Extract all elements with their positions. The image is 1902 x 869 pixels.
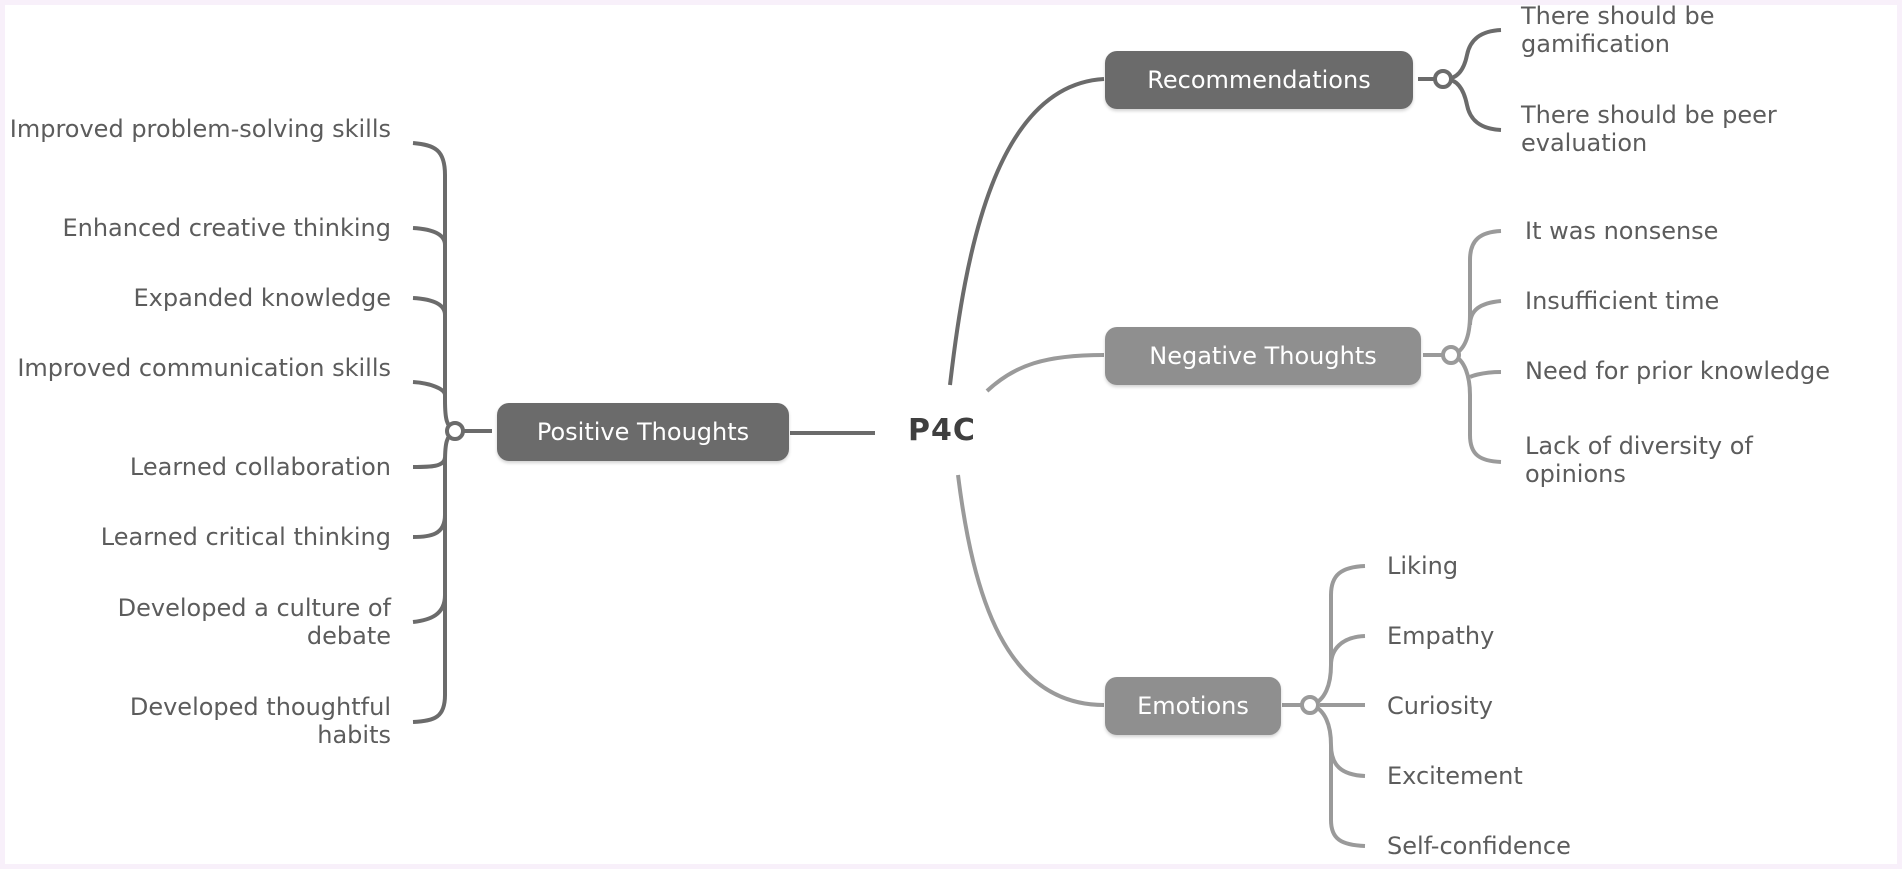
leaf-positive-7[interactable]: Developed a culture of debate	[117, 594, 391, 650]
positive-collapse-handle[interactable]	[445, 421, 465, 441]
link-center-negative	[985, 353, 1105, 393]
leaf-positive-2[interactable]: Enhanced creative thinking	[62, 214, 391, 242]
negative-collapse-handle[interactable]	[1441, 345, 1461, 365]
leaf-negative-1[interactable]: It was nonsense	[1525, 217, 1719, 245]
leaf-negative-2[interactable]: Insufficient time	[1525, 287, 1720, 315]
node-emotions[interactable]: Emotions	[1105, 677, 1281, 735]
leaf-positive-8[interactable]: Developed thoughtful habits	[129, 693, 391, 749]
leaf-positive-6[interactable]: Learned critical thinking	[100, 523, 391, 551]
negative-bracket	[1423, 229, 1502, 464]
central-topic[interactable]: P4C	[908, 413, 976, 448]
emotions-collapse-handle[interactable]	[1300, 695, 1320, 715]
leaf-positive-3[interactable]: Expanded knowledge	[133, 284, 391, 312]
leaf-negative-4[interactable]: Lack of diversity of opinions	[1525, 432, 1753, 488]
leaf-recommendations-2[interactable]: There should be peer evaluation	[1521, 101, 1777, 157]
mind-map-canvas: P4C Positive Thoughts Improved problem-s…	[5, 5, 1897, 864]
leaf-negative-3[interactable]: Need for prior knowledge	[1525, 357, 1831, 385]
recommendations-collapse-handle[interactable]	[1433, 69, 1453, 89]
node-recommendations[interactable]: Recommendations	[1105, 51, 1413, 109]
leaf-emotions-4[interactable]: Excitement	[1387, 762, 1523, 790]
node-negative-thoughts[interactable]: Negative Thoughts	[1105, 327, 1421, 385]
leaf-positive-5[interactable]: Learned collaboration	[129, 453, 391, 481]
leaf-emotions-1[interactable]: Liking	[1387, 552, 1459, 580]
leaf-emotions-5[interactable]: Self-confidence	[1387, 832, 1571, 860]
node-positive-thoughts[interactable]: Positive Thoughts	[497, 403, 789, 461]
emotions-bracket	[1282, 564, 1366, 848]
recommendations-bracket	[1418, 28, 1502, 132]
leaf-positive-1[interactable]: Improved problem-solving skills	[9, 115, 391, 143]
leaf-emotions-2[interactable]: Empathy	[1387, 622, 1495, 650]
link-center-emotions	[956, 474, 1105, 707]
leaf-positive-4[interactable]: Improved communication skills	[17, 354, 391, 382]
leaf-emotions-3[interactable]: Curiosity	[1387, 692, 1493, 720]
link-center-recommendations	[948, 77, 1105, 386]
leaf-recommendations-1[interactable]: There should be gamification	[1521, 5, 1715, 58]
